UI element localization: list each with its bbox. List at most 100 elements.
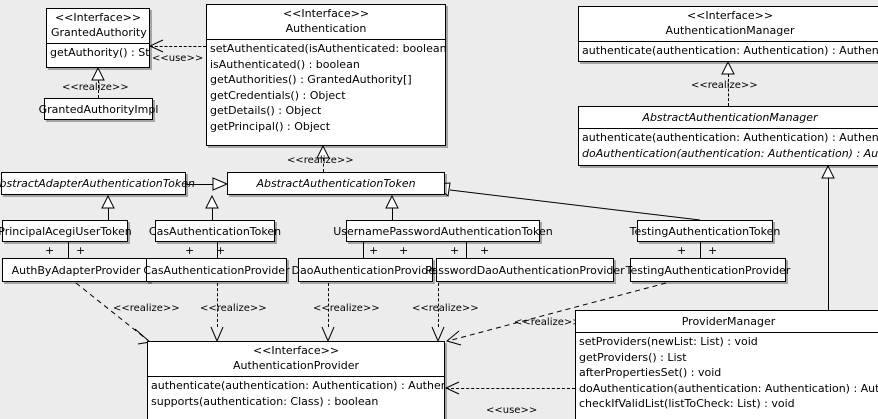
class-name-label: AuthByAdapterProvider — [11, 263, 141, 277]
generalization-line-cas-authentication-token — [212, 208, 213, 220]
operation-item: authenticate(authentication: Authenticat… — [582, 131, 878, 144]
edge-label-realize-abstract-authentication-token: <<realize>> — [287, 155, 354, 166]
class-box-provider-manager[interactable]: ProviderManager setProviders(newList: Li… — [575, 310, 878, 419]
multiplicity-plus: + — [185, 244, 195, 257]
class-box-granted-authority[interactable]: <<Interface>> GrantedAuthority getAuthor… — [46, 8, 150, 68]
realize-line-cas-provider — [217, 283, 218, 327]
class-box-authentication[interactable]: <<Interface>> Authentication setAuthenti… — [206, 4, 446, 146]
class-name-label: ProviderManager — [681, 315, 776, 328]
class-box-authentication-provider[interactable]: <<Interface>> AuthenticationProvider aut… — [147, 341, 445, 419]
class-box-granted-authority-impl[interactable]: GrantedAuthorityImpl — [39, 98, 158, 120]
operations-compartment: authenticate(authentication: Authenticat… — [579, 42, 878, 60]
class-box-username-password-authentication-token[interactable]: UsernamePasswordAuthenticationToken — [333, 220, 553, 242]
association-line-testing-token-to-testing-provider — [700, 242, 701, 258]
association-line-principal-to-authbyadapter — [68, 242, 69, 258]
class-header-authentication-provider: <<Interface>> AuthenticationProvider — [148, 342, 444, 377]
operation-item: authenticate(authentication: Authenticat… — [582, 44, 878, 57]
edge-label-realize-granted-authority-impl: <<realize>> — [62, 82, 129, 93]
edge-label-realize-cas-provider: <<realize>> — [200, 303, 267, 314]
edge-label-use-provider-manager: <<use>> — [486, 405, 538, 416]
multiplicity-plus: + — [708, 244, 718, 257]
association-line-cas-token-to-cas-provider — [217, 242, 218, 258]
class-header-authentication: <<Interface>> Authentication — [207, 5, 445, 40]
realize-line-abstract-authentication-token — [323, 158, 324, 172]
operation-item: getAuthorities() : GrantedAuthority[] — [210, 73, 412, 86]
operation-item: doAuthentication(authentication: Authent… — [579, 381, 878, 395]
use-line-authentication-granted-authority — [150, 46, 206, 47]
class-header-authentication-manager: <<Interface>> AuthenticationManager — [579, 7, 878, 42]
class-name-label: UsernamePasswordAuthenticationToken — [333, 224, 553, 238]
class-name-label: PrincipalAcegiUserToken — [0, 224, 132, 238]
operation-item: getPrincipal() : Object — [210, 119, 331, 133]
operations-compartment: getAuthority() : String — [47, 44, 149, 62]
class-box-abstract-adapter-authentication-token[interactable]: AbstractAdapterAuthenticationToken — [0, 172, 195, 195]
class-box-abstract-authentication-token[interactable]: AbstractAuthenticationToken — [227, 172, 445, 195]
operation-item: isAuthenticated() : boolean — [210, 57, 360, 71]
class-name-label: TestingAuthenticationProvider — [625, 263, 791, 277]
class-name-label: TestingAuthenticationToken — [629, 224, 781, 238]
operation-item: getAuthority() : String — [50, 46, 149, 59]
operations-compartment: authenticate(authentication: Authenticat… — [148, 377, 444, 410]
realize-line-abstract-authentication-manager — [728, 74, 729, 106]
edge-label-realize-auth-by-adapter: <<realize>> — [113, 303, 180, 314]
class-box-authentication-manager[interactable]: <<Interface>> AuthenticationManager auth… — [578, 6, 878, 62]
generalization-line-provider-manager — [828, 178, 829, 310]
class-box-cas-authentication-provider[interactable]: CasAuthenticationProvider — [143, 258, 290, 282]
class-box-password-dao-authentication-provider[interactable]: PasswordDaoAuthenticationProvider — [425, 258, 625, 282]
class-name-label: AuthenticationManager — [665, 24, 795, 37]
multiplicity-plus: + — [450, 244, 460, 257]
generalization-line-username-password-authentication-token — [392, 208, 393, 220]
class-name-label: DaoAuthenticationProvider — [291, 263, 440, 277]
edge-label-realize-provider-manager: <<realize>> — [514, 317, 581, 328]
edge-label-use-granted-authority: <<use>> — [152, 53, 204, 64]
operation-item: afterPropertiesSet() : void — [579, 366, 722, 379]
class-name-label: PasswordDaoAuthenticationProvider — [425, 263, 625, 277]
association-line-userpass-to-passworddao — [466, 242, 467, 258]
operations-compartment: authenticate(authentication: Authenticat… — [579, 129, 878, 162]
class-box-principal-acegi-user-token[interactable]: PrincipalAcegiUserToken — [0, 220, 132, 242]
class-box-testing-authentication-token[interactable]: TestingAuthenticationToken — [630, 220, 780, 242]
multiplicity-plus: + — [369, 244, 379, 257]
class-name-label: AbstractAuthenticationManager — [642, 111, 818, 124]
class-box-cas-authentication-token[interactable]: CasAuthenticationToken — [149, 220, 281, 242]
class-name-label: GrantedAuthority — [51, 26, 147, 39]
class-name-label: AuthenticationProvider — [232, 359, 360, 372]
class-box-abstract-authentication-manager[interactable]: AbstractAuthenticationManager authentica… — [578, 106, 878, 166]
multiplicity-plus: + — [216, 244, 226, 257]
stereotype-label: <<Interface>> — [686, 9, 774, 22]
class-box-auth-by-adapter-provider[interactable]: AuthByAdapterProvider — [2, 258, 150, 282]
class-name-label: AbstractAuthenticationToken — [256, 177, 416, 190]
edge-label-realize-abstract-authentication-manager: <<realize>> — [691, 80, 758, 91]
operation-item: getDetails() : Object — [210, 104, 322, 117]
class-header-granted-authority: <<Interface>> GrantedAuthority — [47, 9, 149, 44]
association-line-userpass-to-dao — [363, 242, 364, 258]
edge-label-realize-dao-provider: <<realize>> — [313, 303, 380, 314]
realize-line-dao-provider — [328, 283, 329, 327]
class-box-testing-authentication-provider[interactable]: TestingAuthenticationProvider — [626, 258, 790, 282]
operations-compartment: setAuthenticated(isAuthenticated: boolea… — [207, 40, 445, 135]
multiplicity-plus: + — [45, 244, 55, 257]
class-name-label: AbstractAdapterAuthenticationToken — [0, 177, 195, 190]
operations-compartment: setProviders(newList: List) : void getPr… — [576, 333, 878, 413]
operation-item: doAuthentication(authentication: Authent… — [582, 146, 878, 160]
use-line-provider-manager — [446, 388, 580, 389]
class-name-label: Authentication — [285, 22, 367, 35]
multiplicity-plus: + — [480, 244, 490, 257]
realize-line-granted-authority-impl — [98, 80, 99, 98]
multiplicity-plus: + — [399, 244, 409, 257]
multiplicity-plus: + — [677, 244, 687, 257]
class-box-dao-authentication-provider[interactable]: DaoAuthenticationProvider — [292, 258, 440, 282]
operation-item: getCredentials() : Object — [210, 88, 346, 102]
operation-item: setProviders(newList: List) : void — [579, 335, 758, 348]
operation-item: checkIfValidList(listToCheck: List) : vo… — [579, 397, 795, 410]
edge-label-realize-password-dao-provider: <<realize>> — [412, 303, 479, 314]
class-header-abstract-authentication-manager: AbstractAuthenticationManager — [579, 107, 878, 129]
generalization-line-principal-acegi-user-token — [108, 208, 109, 220]
operation-item: getProviders() : List — [579, 350, 687, 364]
association-line-adapter-token — [186, 184, 214, 185]
operation-item: setAuthenticated(isAuthenticated: boolea… — [210, 42, 445, 55]
operation-item: supports(authentication: Class) : boolea… — [151, 394, 379, 408]
stereotype-label: <<Interface>> — [282, 7, 370, 20]
class-header-provider-manager: ProviderManager — [576, 311, 878, 333]
